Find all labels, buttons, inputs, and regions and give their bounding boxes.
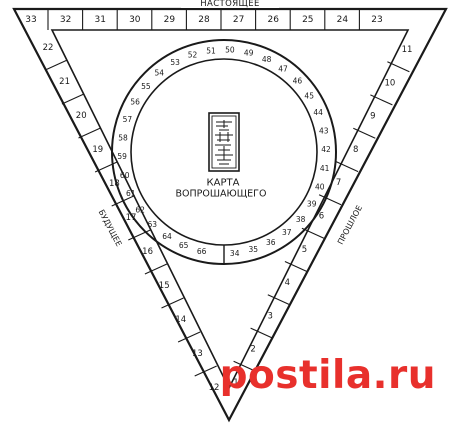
top-cell-number: 29 bbox=[164, 15, 176, 25]
top-cell-number: 33 bbox=[25, 15, 36, 25]
ring-number: 61 bbox=[126, 189, 136, 198]
ring-number: 56 bbox=[130, 98, 140, 107]
left-label: БУДУЩЕЕ bbox=[97, 208, 124, 248]
right-cell-divider bbox=[353, 127, 376, 139]
ring-number: 41 bbox=[320, 164, 330, 173]
top-cell-number: 27 bbox=[233, 15, 244, 25]
left-cell-divider bbox=[45, 59, 68, 71]
left-cell-number: 12 bbox=[209, 383, 220, 393]
left-cell-number: 14 bbox=[175, 315, 186, 325]
ring-number: 34 bbox=[230, 249, 240, 258]
watermark-text: postila.ru bbox=[219, 353, 436, 398]
left-cell-number: 16 bbox=[142, 247, 153, 257]
right-cell-divider bbox=[370, 94, 393, 106]
ring-number: 48 bbox=[262, 55, 272, 64]
right-cell-divider bbox=[267, 294, 291, 306]
ring-number: 37 bbox=[282, 228, 292, 237]
top-label: НАСТОЯЩЕЕ bbox=[200, 0, 260, 9]
left-cell-divider bbox=[78, 127, 101, 139]
center-label-line2: ВОПРОШАЮЩЕГО bbox=[176, 189, 267, 200]
ring-number: 42 bbox=[321, 145, 331, 154]
ring-number: 36 bbox=[266, 238, 276, 247]
ring-number: 66 bbox=[197, 247, 207, 256]
top-cell-number: 30 bbox=[129, 15, 141, 25]
ring-number: 46 bbox=[293, 77, 303, 86]
right-cell-divider bbox=[250, 327, 273, 339]
ring-number: 64 bbox=[162, 232, 172, 241]
ring-number: 40 bbox=[315, 182, 325, 191]
right-cell-number: 5 bbox=[302, 245, 307, 255]
left-numbers: 22 21 20 19 18 17 16 15 14 13 12 bbox=[43, 43, 220, 393]
ring-number: 50 bbox=[225, 46, 235, 55]
top-cell-number: 32 bbox=[60, 15, 71, 25]
inner-triangle bbox=[50, 29, 410, 390]
top-cell-number: 26 bbox=[267, 15, 279, 25]
ring-number: 52 bbox=[188, 51, 198, 60]
ring-number: 53 bbox=[170, 58, 180, 67]
ring-number: 39 bbox=[307, 200, 317, 209]
left-cell-number: 22 bbox=[43, 43, 54, 53]
right-cell-number: 1 bbox=[233, 378, 238, 388]
left-cell-number: 13 bbox=[192, 349, 203, 359]
ring-number: 51 bbox=[206, 46, 216, 55]
top-cell-number: 31 bbox=[94, 15, 105, 25]
right-cell-number: 2 bbox=[250, 345, 255, 355]
left-cell-number: 20 bbox=[76, 111, 87, 121]
top-cell-number: 25 bbox=[302, 15, 313, 25]
right-cell-divider bbox=[318, 194, 342, 206]
ring-number: 65 bbox=[179, 241, 189, 250]
outer-triangle bbox=[12, 7, 448, 423]
left-cell-number: 17 bbox=[126, 213, 137, 223]
right-cell-number: 3 bbox=[267, 311, 272, 321]
left-cell-number: 19 bbox=[92, 145, 103, 155]
right-cell-number: 10 bbox=[384, 78, 395, 88]
top-cell-number: 24 bbox=[337, 15, 349, 25]
right-cell-number: 11 bbox=[402, 45, 413, 55]
right-cell-divider bbox=[233, 360, 256, 372]
card-icon bbox=[208, 112, 240, 172]
ring-number: 55 bbox=[141, 82, 151, 91]
right-cell-divider bbox=[284, 260, 308, 273]
ring-number: 59 bbox=[117, 152, 127, 161]
ring-number: 35 bbox=[249, 245, 259, 254]
ring-number: 49 bbox=[244, 49, 254, 58]
top-cell-number: 28 bbox=[198, 15, 210, 25]
left-cell-number: 21 bbox=[59, 77, 70, 87]
ring-number: 38 bbox=[296, 215, 306, 224]
top-label-bg bbox=[181, 0, 279, 8]
left-cell-divider bbox=[161, 297, 184, 309]
center-label-line1: КАРТА bbox=[207, 178, 240, 189]
top-cell-number: 23 bbox=[371, 15, 382, 25]
ring-number: 57 bbox=[123, 115, 133, 124]
top-numbers: 33 32 31 30 29 28 27 26 25 24 23 bbox=[25, 15, 382, 25]
ring-number: 58 bbox=[118, 133, 128, 142]
right-cell-number: 9 bbox=[370, 112, 375, 122]
right-cell-number: 7 bbox=[336, 178, 341, 188]
left-cell-divider bbox=[194, 365, 217, 377]
right-cell-number: 6 bbox=[319, 212, 324, 222]
ring-number: 62 bbox=[135, 206, 145, 215]
left-cell-divider bbox=[61, 93, 85, 105]
cell-dividers bbox=[45, 9, 410, 377]
right-cell-number: 8 bbox=[353, 145, 358, 155]
left-cell-number: 15 bbox=[159, 281, 170, 291]
right-cell-divider bbox=[335, 161, 359, 173]
ring-number: 60 bbox=[120, 171, 130, 180]
right-cell-divider bbox=[387, 61, 410, 73]
ring-number: 44 bbox=[313, 108, 323, 117]
right-cell-number: 4 bbox=[285, 278, 290, 288]
ring-number: 45 bbox=[304, 92, 314, 101]
ring-number: 54 bbox=[155, 69, 165, 78]
ring-number: 63 bbox=[148, 220, 158, 229]
left-cell-divider bbox=[177, 331, 201, 343]
left-cell-divider bbox=[144, 263, 168, 275]
left-cell-number: 18 bbox=[109, 179, 120, 189]
ring-number: 47 bbox=[278, 64, 288, 73]
ring-number: 43 bbox=[319, 126, 329, 135]
